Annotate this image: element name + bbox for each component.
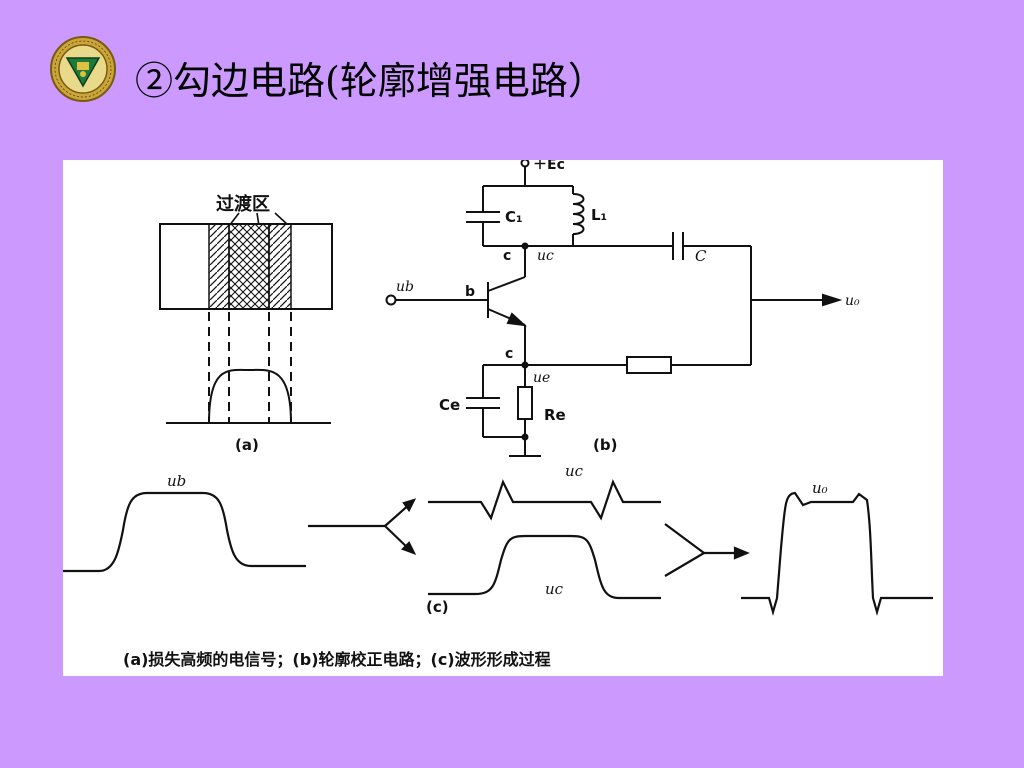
emitter-node-label: c (505, 346, 513, 362)
university-emblem-icon (50, 36, 116, 102)
output-u0-label: u₀ (845, 293, 860, 309)
panel-c-waveforms (63, 479, 933, 617)
uc-node-label: uc (537, 248, 554, 264)
wave-uc-label: uc (565, 462, 584, 480)
panel-b-circuit (385, 160, 843, 457)
collector-node-label: c (503, 248, 511, 264)
re-label: Re (544, 406, 566, 424)
figure-panel: 过渡区 (a) (63, 160, 943, 676)
figure-footer-caption: (a)损失高频的电信号；(b)轮廓校正电路；(c)波形形成过程 (123, 650, 551, 669)
wave-ue-label: uc (545, 580, 564, 598)
wave-u0-label: u₀ (812, 479, 828, 497)
panel-a-caption: (a) (235, 436, 259, 454)
transition-region-label: 过渡区 (216, 193, 270, 215)
wave-ub-label: ub (167, 472, 186, 490)
c1-label: C₁ (505, 208, 523, 226)
panel-b-caption: (b) (593, 436, 617, 454)
panel-c-caption: (c) (426, 598, 449, 616)
input-ub-label: ub (396, 279, 414, 295)
slide-title: ②勾边电路(轮廓增强电路） (135, 59, 606, 103)
supply-label: ＋Ec (533, 160, 565, 173)
l1-label: L₁ (591, 206, 607, 224)
ue-node-label: ue (533, 370, 550, 386)
ce-label: Ce (439, 396, 460, 414)
coupling-cap-label: C (695, 247, 707, 265)
base-label: b (465, 284, 475, 300)
panel-a-diagram: 过渡区 (a) (159, 193, 333, 454)
